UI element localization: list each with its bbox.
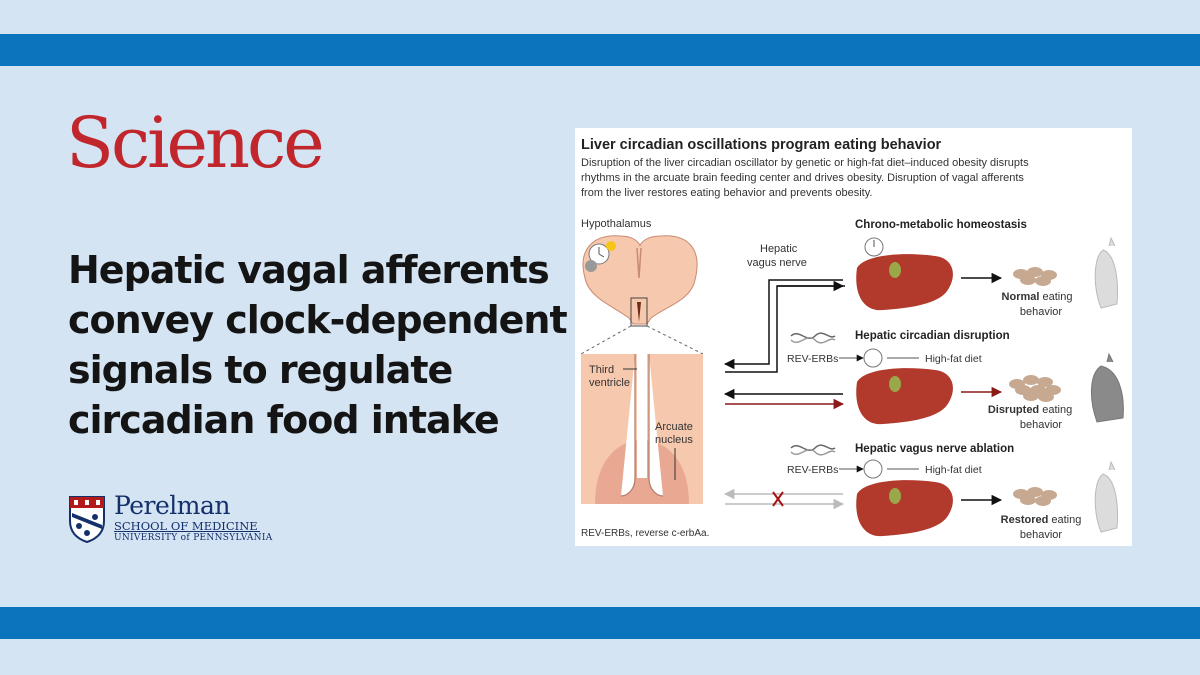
liver-icon [856, 368, 953, 425]
outcome-label-bold: Normal [1002, 291, 1040, 303]
rev-erbs-label: REV-ERBs [787, 464, 838, 476]
high-fat-diet-label: High-fat diet [925, 353, 982, 365]
outcome-label-line2: behavior [1020, 306, 1063, 318]
outcome-label-line2: behavior [1020, 529, 1063, 541]
zoom-line [580, 325, 632, 355]
hypothalamus-label: Hypothalamus [581, 218, 652, 230]
footnote: REV-ERBs, reverse c-erbAa. [581, 528, 709, 539]
logo-divider [114, 531, 260, 532]
outcome-label-bold: Disrupted [988, 404, 1039, 416]
mouse-icon [1094, 460, 1118, 533]
penn-shield-icon [69, 496, 105, 543]
blocked-x-icon [772, 491, 784, 507]
university-name: UNIVERSITY of PENNSYLVANIA [114, 533, 273, 543]
mouse-icon [1094, 236, 1118, 309]
obese-mouse-icon [1091, 352, 1124, 423]
clock-icon [863, 348, 883, 368]
headline-line: Hepatic vagal afferents [68, 248, 550, 292]
outcome-label: Disrupted eating [988, 404, 1072, 416]
outcome-label-rest: eating [1048, 514, 1081, 526]
high-fat-diet-label: High-fat diet [925, 464, 982, 476]
top-banner-stripe [0, 34, 1200, 66]
graphical-abstract: Liver circadian oscillations program eat… [575, 128, 1132, 546]
vagus-nerve-label: vagus nerve [747, 257, 807, 269]
headline-line: signals to regulate [68, 348, 453, 392]
outcome-label-line2: behavior [1020, 419, 1063, 431]
graphical-abstract-svg: Liver circadian oscillations program eat… [580, 137, 1124, 541]
dna-icon [790, 444, 836, 456]
afferent-signal-arrow [723, 279, 843, 370]
gallbladder-icon [889, 488, 901, 504]
headline: Hepatic vagal afferents convey clock-dep… [68, 245, 568, 445]
arcuate-zoom-icon [581, 354, 703, 504]
dna-icon [790, 332, 836, 344]
third-ventricle-label: ventricle [589, 377, 630, 389]
school-name: SCHOOL OF MEDICINE [114, 519, 258, 533]
outcome-label-rest: eating [1039, 404, 1072, 416]
figure-summary-line: rhythms in the arcuate brain feeding cen… [581, 172, 1024, 184]
arcuate-nucleus-label: Arcuate [655, 421, 693, 433]
clock-icon [863, 459, 883, 479]
science-journal-logo: Science [66, 102, 325, 184]
panel-heading: Hepatic circadian disruption [855, 330, 1010, 342]
zoom-line [646, 325, 704, 355]
figure-summary-line: from the liver restores eating behavior … [581, 187, 872, 199]
food-pellets-icon [1013, 267, 1057, 286]
perelman-name: Perelman [114, 491, 230, 520]
perelman-logo: Perelman SCHOOL OF MEDICINE UNIVERSITY o… [68, 491, 272, 545]
figure-summary-line: Disruption of the liver circadian oscill… [581, 157, 1029, 169]
liver-icon [856, 254, 953, 311]
third-ventricle-label: Third [589, 364, 614, 376]
rev-erbs-label: REV-ERBs [787, 353, 838, 365]
outcome-label-bold: Restored [1001, 514, 1049, 526]
vagus-nerve-label: Hepatic [760, 243, 798, 255]
headline-line: circadian food intake [68, 398, 500, 442]
liver-icon [856, 480, 953, 537]
outcome-label: Restored eating [1001, 514, 1082, 526]
figure-title: Liver circadian oscillations program eat… [581, 137, 942, 153]
food-pellets-icon [1013, 487, 1057, 506]
bottom-banner-stripe [0, 607, 1200, 639]
gallbladder-icon [889, 262, 901, 278]
food-pellets-icon [1009, 375, 1061, 402]
arcuate-nucleus-label: nucleus [655, 434, 693, 446]
headline-line: convey clock-dependent [68, 298, 568, 342]
brain-section-icon [582, 235, 698, 327]
gallbladder-icon [889, 376, 901, 392]
panel-heading: Hepatic vagus nerve ablation [855, 443, 1014, 455]
outcome-label: Normal eating [1002, 291, 1073, 303]
panel-heading: Chrono-metabolic homeostasis [855, 219, 1027, 231]
outcome-label-rest: eating [1039, 291, 1072, 303]
